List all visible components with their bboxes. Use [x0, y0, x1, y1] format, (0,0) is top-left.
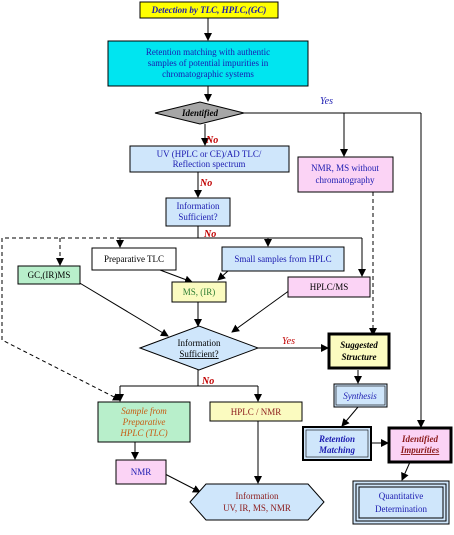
node-retention-line-2: chromatographic systems [162, 69, 254, 79]
node-suggested-line-0: Suggested [340, 340, 378, 350]
node-uv-line-0: UV (HPLC or CE)/AD TLC/ [157, 149, 262, 159]
node-suggested: Suggested Structure [327, 332, 391, 370]
node-nmr-line-0: NMR [131, 467, 152, 477]
edge-identified-quantitative [401, 461, 411, 481]
node-suggested-line-1: Structure [341, 352, 376, 362]
node-sample-prep-line-0: Sample from [121, 406, 167, 416]
node-gc-ms-line-0: GC,(IR)MS [28, 270, 71, 280]
edge-prep-ms [159, 269, 193, 284]
node-detection: Detection by TLC, HPLC,(GC) [139, 1, 279, 19]
node-quantitative-line-0: Quantitative [379, 491, 424, 501]
node-detection-line-0: Detection by TLC, HPLC,(GC) [151, 5, 267, 15]
label-yes-info2: Yes [282, 336, 295, 347]
node-sample-prep: Sample from Preparative HPLC (TLC) [97, 401, 191, 443]
edge-synthesis-retention [341, 406, 359, 427]
node-sample-prep-line-1: Preparative [122, 417, 166, 427]
node-info1-line-1: Sufficient? [178, 212, 217, 222]
node-nmr-ms: NMR, MS without chromatography [297, 156, 394, 193]
node-quantitative-line-1: Determination [375, 504, 427, 514]
node-retention-matching: Retention Matching [302, 426, 372, 461]
node-uv-line-1: Reflection spectrum [173, 159, 246, 169]
node-nmr-ms-line-1: chromatography [316, 175, 375, 185]
node-ms-ir-line-0: MS, (IR) [183, 287, 216, 297]
node-nmr: NMR [115, 459, 167, 485]
node-hplc-ms-line-0: HPLC/MS [310, 282, 349, 292]
node-identified-impurities-line-0: Identified [401, 434, 438, 444]
label-yes-identified: Yes [320, 96, 333, 107]
node-information-final-line-1: UV, IR, MS, NMR [223, 503, 291, 513]
node-small-samples-line-0: Small samples from HPLC [234, 254, 331, 264]
edge-gcms-info2 [77, 281, 169, 337]
node-small-samples: Small samples from HPLC [221, 246, 345, 272]
node-information-final: Information UV, IR, MS, NMR [189, 483, 325, 521]
node-hplc-nmr-line-0: HPLC / NMR [231, 407, 282, 417]
label-no-info1: No [203, 229, 216, 240]
label-no-info2: No [201, 376, 214, 387]
node-identified: Identified [154, 101, 245, 125]
node-gc-ms: GC,(IR)MS [17, 265, 81, 285]
node-identified-impurities: Identified Impurities [387, 426, 453, 464]
node-hplc-nmr: HPLC / NMR [209, 401, 303, 422]
node-identified-impurities-line-1: Impurities [400, 445, 440, 455]
edge-dash-sample [1, 237, 198, 401]
connectors [1, 18, 425, 493]
edge-hplcms-info2 [231, 289, 291, 333]
node-prep-tlc: Preparative TLC [91, 247, 177, 271]
node-quantitative: Quantitative Determination [352, 480, 450, 525]
node-retention-line-1: samples of potential impurities in [148, 58, 269, 68]
node-information-final-line-0: Information [236, 491, 279, 501]
node-hplc-ms: HPLC/MS [287, 276, 371, 298]
node-retention-matching-line-1: Matching [318, 445, 356, 455]
label-no-uv: No [199, 178, 212, 189]
node-retention-authentic: Retention matching with authentic sample… [107, 40, 309, 87]
label-no-identified: No [205, 135, 218, 146]
node-info2-line-0: Information [178, 338, 221, 348]
node-info2: Information Sufficient? [138, 325, 260, 371]
node-synthesis-line-0: Synthesis [343, 391, 377, 401]
node-sample-prep-line-2: HPLC (TLC) [119, 428, 167, 438]
edge-nmr-final [164, 473, 201, 493]
node-nmr-ms-line-0: NMR, MS without [311, 163, 379, 173]
node-synthesis: Synthesis [333, 383, 388, 408]
node-identified-line-0: Identified [181, 108, 218, 118]
node-retention-matching-line-0: Retention [318, 434, 355, 444]
node-info1: Information Sufficient? [165, 197, 231, 227]
node-uv: UV (HPLC or CE)/AD TLC/ Reflection spect… [129, 145, 290, 173]
node-retention-line-0: Retention matching with authentic [146, 47, 270, 57]
node-info1-line-0: Information [177, 201, 220, 211]
node-ms-ir: MS, (IR) [171, 281, 227, 303]
node-prep-tlc-line-0: Preparative TLC [104, 254, 164, 264]
node-info2-line-1: Sufficient? [179, 349, 218, 359]
